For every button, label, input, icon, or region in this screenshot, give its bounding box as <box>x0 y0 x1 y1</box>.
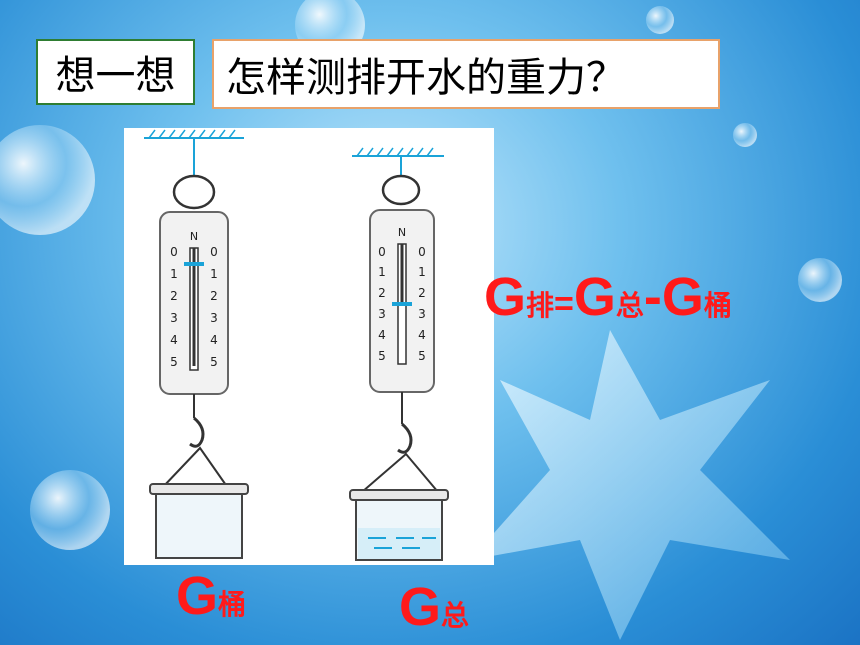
svg-text:2: 2 <box>210 289 218 303</box>
formula-minus: - <box>643 267 662 327</box>
svg-text:5: 5 <box>170 355 178 369</box>
svg-text:0: 0 <box>170 245 178 259</box>
bubble <box>646 6 674 34</box>
svg-text:1: 1 <box>210 267 218 281</box>
svg-text:2: 2 <box>378 286 386 300</box>
svg-text:1: 1 <box>418 265 426 279</box>
formula-sub-bucket: 桶 <box>703 290 732 321</box>
right-scale: N 0 0 1 1 2 2 3 3 4 4 5 5 <box>349 147 449 561</box>
svg-text:1: 1 <box>378 265 386 279</box>
svg-text:2: 2 <box>170 289 178 303</box>
svg-text:5: 5 <box>378 349 386 363</box>
formula-equals: = <box>554 285 574 323</box>
bubble <box>0 125 95 235</box>
think-title-box: 想一想 <box>36 39 195 105</box>
spring-scale-figure: N 0 0 1 1 2 2 3 3 4 4 5 5 <box>124 128 494 565</box>
formula-g1: G <box>484 267 527 327</box>
bubble <box>733 123 757 147</box>
question-text: 怎样测排开水的重力？ <box>226 55 626 101</box>
svg-text:2: 2 <box>418 286 426 300</box>
label-g-total: G总 <box>399 577 470 637</box>
svg-text:4: 4 <box>170 333 178 347</box>
star-shape <box>470 330 790 640</box>
svg-text:3: 3 <box>170 311 178 325</box>
think-title-text: 想一想 <box>55 53 176 99</box>
svg-text:1: 1 <box>170 267 178 281</box>
formula-g2: G <box>573 267 616 327</box>
svg-text:4: 4 <box>378 328 386 342</box>
svg-text:3: 3 <box>418 307 426 321</box>
svg-text:4: 4 <box>418 328 426 342</box>
left-scale: N 0 0 1 1 2 2 3 3 4 4 5 5 <box>144 129 249 559</box>
formula-sub-total: 总 <box>615 290 644 321</box>
formula-sub-displaced: 排 <box>526 290 555 321</box>
bubble <box>798 258 842 302</box>
svg-text:5: 5 <box>418 349 426 363</box>
question-box: 怎样测排开水的重力？ <box>212 39 720 109</box>
bubble <box>30 470 110 550</box>
formula-g3: G <box>661 267 704 327</box>
svg-text:5: 5 <box>210 355 218 369</box>
unit-label: N <box>190 230 198 243</box>
svg-text:0: 0 <box>418 245 426 259</box>
svg-text:0: 0 <box>378 245 386 259</box>
svg-text:4: 4 <box>210 333 218 347</box>
unit-label: N <box>398 226 406 239</box>
label-g-bucket: G桶 <box>176 566 247 626</box>
svg-text:3: 3 <box>210 311 218 325</box>
svg-text:0: 0 <box>210 245 218 259</box>
formula-g-displaced: G排=G总-G桶 <box>484 266 732 328</box>
svg-text:3: 3 <box>378 307 386 321</box>
